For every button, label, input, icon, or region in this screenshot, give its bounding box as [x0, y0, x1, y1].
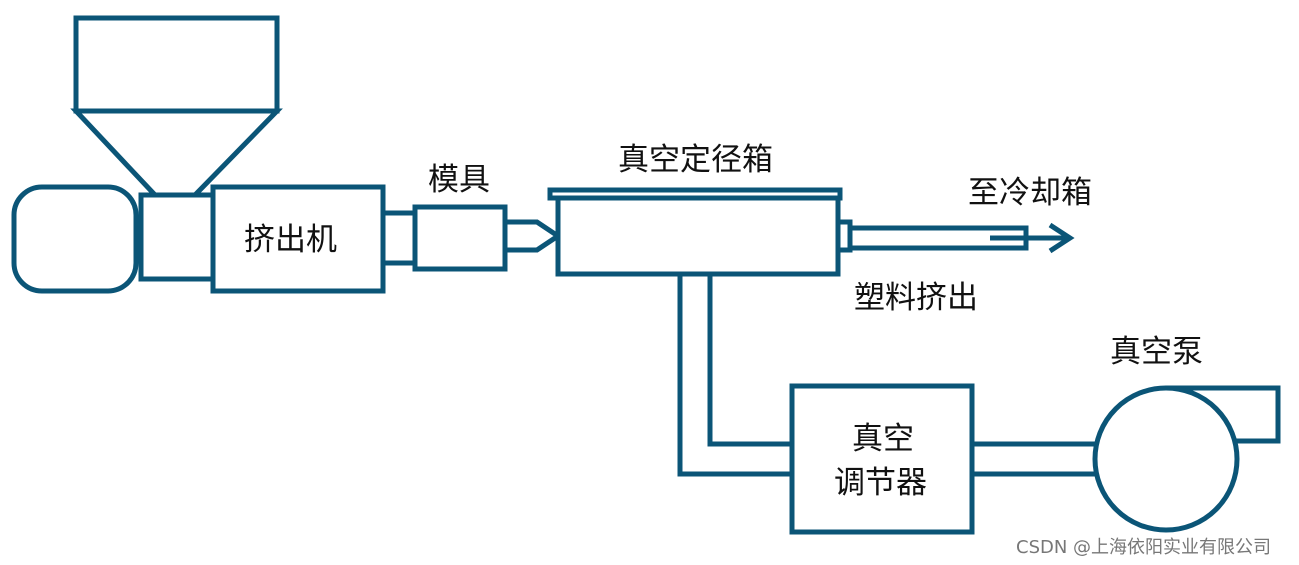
vacuum-regulator-box — [789, 383, 975, 535]
plastic-extrusion-label: 塑料挤出 — [854, 280, 978, 316]
vacuum-line-inner — [707, 274, 792, 447]
vacuum-pump-label: 真空泵 — [1110, 334, 1203, 370]
hopper — [70, 15, 283, 198]
vacuum-sizing-box-body — [555, 195, 841, 277]
vacuum-sizing-box-label: 真空定径箱 — [618, 142, 773, 178]
vacuum-regulator-label-line1: 真空 — [852, 421, 914, 457]
to-cooling-box-label: 至冷却箱 — [968, 175, 1092, 211]
mold-label: 模具 — [428, 162, 490, 198]
hopper-top-box — [73, 15, 280, 114]
motor — [11, 184, 139, 294]
hopper-funnel — [70, 108, 283, 198]
feed-throat — [138, 192, 218, 282]
extruder-body — [210, 184, 386, 294]
mold-box — [412, 204, 508, 272]
watermark: CSDN @上海依阳实业有限公司 — [1016, 537, 1271, 558]
extruder-label: 挤出机 — [244, 222, 337, 258]
vacuum-line-outer — [677, 274, 792, 477]
vacuum-regulator-label-line2: 调节器 — [834, 465, 927, 501]
extruder-mold-connector — [380, 210, 418, 266]
output-arrow-head — [1048, 222, 1075, 254]
vacuum-pump-circle — [1092, 385, 1240, 533]
mold-nozzle — [502, 219, 563, 253]
